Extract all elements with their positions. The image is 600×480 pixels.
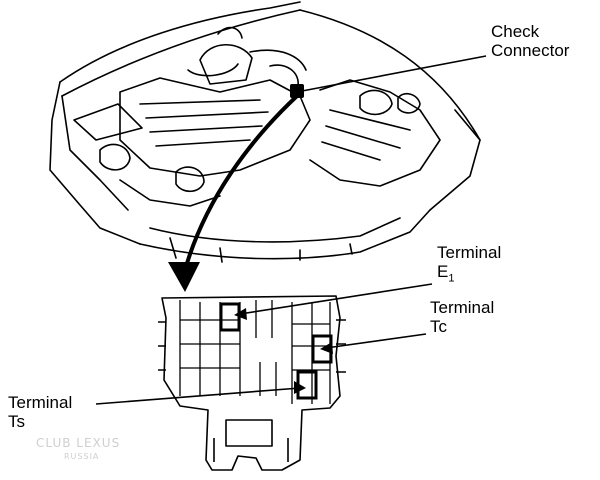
terminal-e1-label-line1: Terminal xyxy=(437,243,502,262)
check-connector-location xyxy=(290,84,304,98)
terminal-e1-arrowhead xyxy=(234,308,247,320)
check-connector-label: Check Connector xyxy=(491,22,569,60)
terminal-ts-label-line2: Ts xyxy=(8,412,25,431)
terminal-ts-arrowhead xyxy=(294,381,306,394)
terminal-tc-label: Terminal Tc xyxy=(430,298,494,336)
connector-cavity-grid xyxy=(179,300,331,404)
terminal-tc-leader xyxy=(325,333,427,349)
watermark-club-lexus: CLUB LEXUS xyxy=(36,436,121,450)
terminal-e1-leader xyxy=(239,283,433,315)
magnify-arrow xyxy=(183,94,299,271)
terminal-e1-cavity xyxy=(219,302,241,332)
terminal-ts-label: Terminal Ts xyxy=(8,393,72,431)
check-connector-label-line2: Connector xyxy=(491,41,570,60)
terminal-e1-label: Terminal E1 xyxy=(437,243,501,288)
terminal-ts-leader xyxy=(95,387,301,405)
terminal-tc-label-line1: Terminal xyxy=(430,298,495,317)
terminal-e1-label-line2: E1 xyxy=(437,262,455,285)
connector-enlarged xyxy=(158,295,346,471)
terminal-ts-label-line1: Terminal xyxy=(8,393,73,412)
magnify-arrowhead xyxy=(168,262,200,292)
watermark-russia: RUSSIA xyxy=(64,452,100,461)
check-connector-label-line1: Check xyxy=(491,22,540,41)
terminal-tc-arrowhead xyxy=(320,342,333,354)
check-connector-leader xyxy=(301,55,487,92)
engine-bay-illustration xyxy=(49,1,481,263)
terminal-tc-label-line2: Tc xyxy=(430,317,447,336)
